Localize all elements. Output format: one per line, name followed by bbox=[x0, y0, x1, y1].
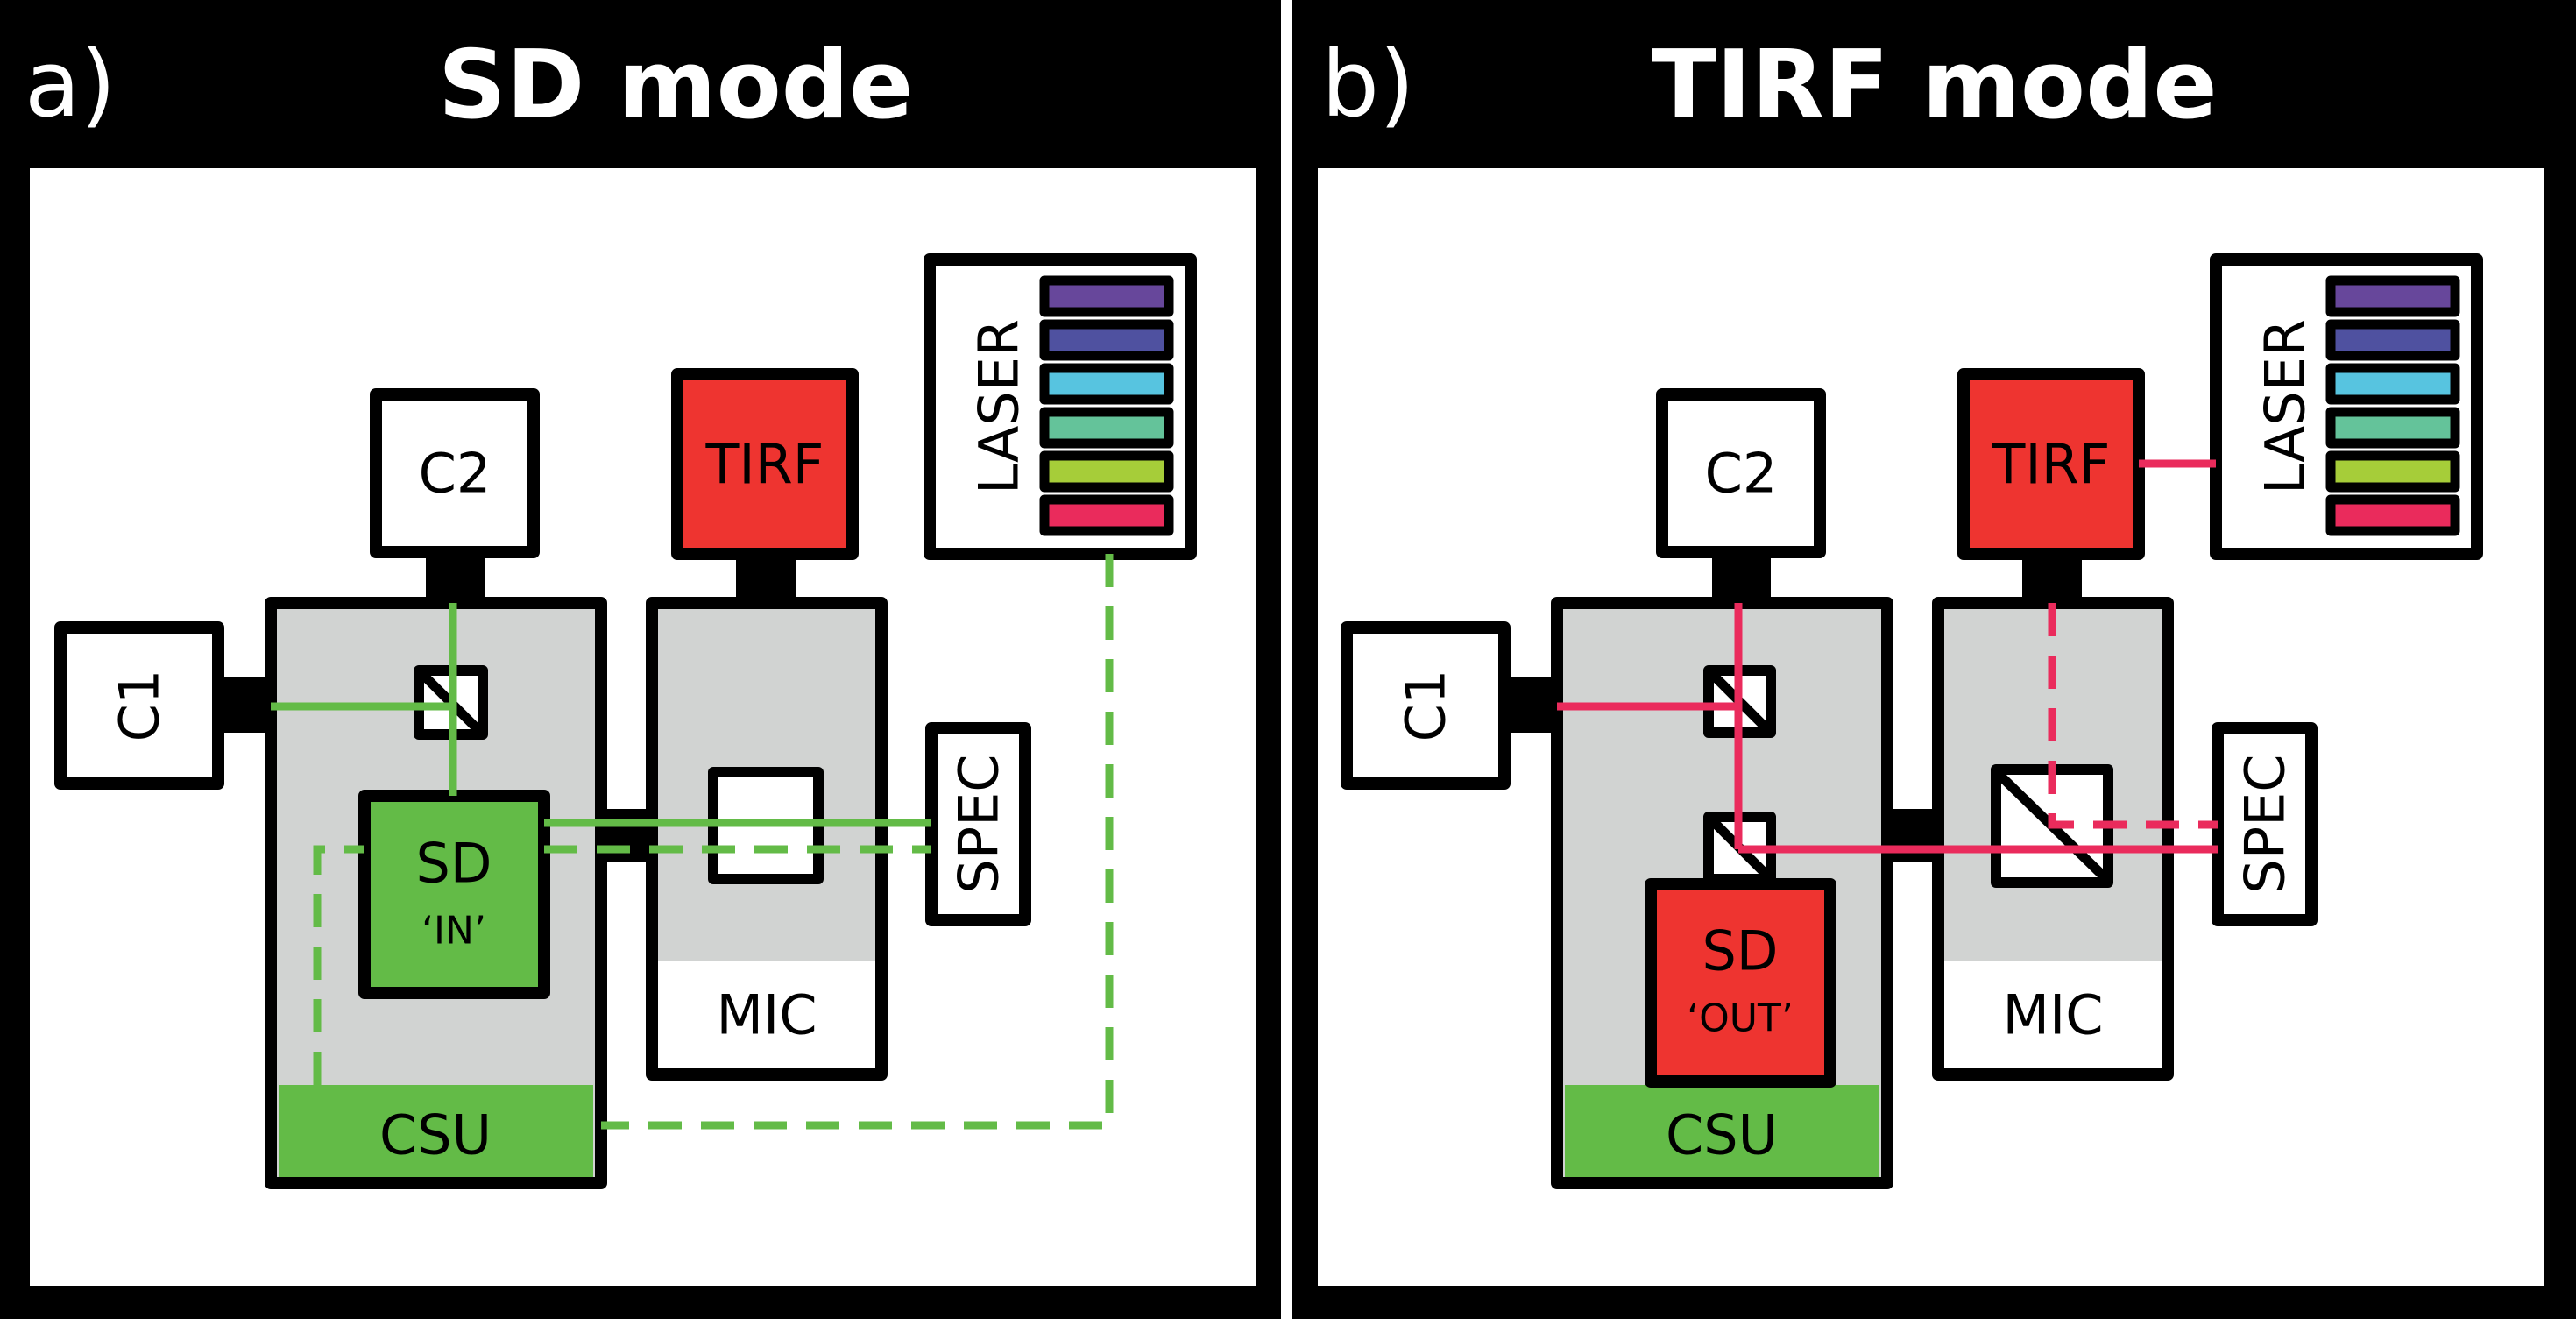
camera-c2-label: C2 bbox=[1705, 442, 1778, 506]
c1-connector bbox=[1504, 677, 1559, 733]
spinning-disk: SD ‘OUT’ bbox=[1645, 878, 1836, 1088]
panel-b-letter: b) bbox=[1321, 31, 1415, 138]
mic-label: MIC bbox=[2002, 983, 2103, 1047]
camera-c1-box bbox=[1341, 621, 1511, 790]
csu-label: CSU bbox=[379, 1103, 492, 1167]
laser-line-2 bbox=[2325, 319, 2460, 361]
panel-b-title: TIRF mode bbox=[1652, 31, 2218, 140]
laser-line-6 bbox=[1039, 494, 1174, 536]
panel-a-diagram: C1 C2 TIRF LASER CSU MIC SPEC SD ‘IN’ bbox=[54, 253, 1197, 1189]
panel-a-title: SD mode bbox=[438, 31, 914, 140]
camera-c1: C1 bbox=[54, 621, 224, 790]
spec-label: SPEC bbox=[947, 754, 1011, 893]
csu-mic-connector bbox=[1886, 809, 1940, 862]
laser-module: LASER bbox=[924, 253, 1197, 560]
spinning-disk-box bbox=[358, 790, 550, 999]
laser-line-1 bbox=[1039, 275, 1174, 317]
laser-line-6 bbox=[2325, 494, 2460, 536]
camera-c1-label: C1 bbox=[1394, 670, 1458, 742]
csu-strip bbox=[279, 1085, 593, 1177]
camera-c2: C2 bbox=[370, 388, 540, 558]
spinning-disk-label: SD bbox=[1702, 919, 1778, 983]
laser-line-3 bbox=[1039, 363, 1174, 405]
spec-label: SPEC bbox=[2233, 754, 2297, 893]
laser-line-4 bbox=[1039, 407, 1174, 449]
excitation-beam-tirf bbox=[2048, 603, 2218, 829]
laser-line-2 bbox=[1039, 319, 1174, 361]
tirf-module: TIRF bbox=[1957, 368, 2145, 560]
c2-connector bbox=[1712, 550, 1771, 605]
tirf-label: TIRF bbox=[705, 433, 824, 497]
panel-b-diagram: C1 C2 TIRF LASER CSU MIC SPEC SD ‘OUT’ bbox=[1341, 253, 2483, 1189]
panel-a-letter: a) bbox=[25, 31, 117, 138]
laser-line-5 bbox=[2325, 450, 2460, 493]
tirf-module: TIRF bbox=[671, 368, 859, 560]
c2-connector bbox=[426, 550, 485, 605]
csu-strip bbox=[1565, 1085, 1879, 1177]
tirf-box bbox=[671, 368, 859, 560]
spinning-disk: SD ‘IN’ bbox=[358, 790, 550, 999]
camera-c2-label: C2 bbox=[419, 442, 492, 506]
panel-divider bbox=[1281, 0, 1292, 1319]
laser-line-5 bbox=[1039, 450, 1174, 493]
laser-module: LASER bbox=[2210, 253, 2483, 560]
laser-line-3 bbox=[2325, 363, 2460, 405]
laser-line-4 bbox=[2325, 407, 2460, 449]
camera-c1: C1 bbox=[1341, 621, 1511, 790]
mic-label-area bbox=[1944, 961, 2162, 1068]
spinning-disk-box bbox=[1645, 878, 1836, 1088]
camera-c1-label: C1 bbox=[108, 670, 172, 742]
spinning-disk-state: ‘IN’ bbox=[421, 909, 486, 954]
tirf-box bbox=[1957, 368, 2145, 560]
excitation-beam-csu bbox=[313, 845, 364, 1085]
camera-c1-box bbox=[54, 621, 224, 790]
csu-label: CSU bbox=[1666, 1103, 1778, 1167]
camera-c2-box bbox=[1656, 388, 1826, 558]
mic-label-area bbox=[658, 961, 875, 1068]
csu-mic-connector bbox=[599, 809, 654, 862]
laser-label: LASER bbox=[967, 319, 1031, 494]
laser-line-1 bbox=[2325, 275, 2460, 317]
camera-c2: C2 bbox=[1656, 388, 1826, 558]
spinning-disk-state: ‘OUT’ bbox=[1687, 996, 1794, 1041]
spectrometer: SPEC bbox=[925, 722, 1031, 926]
laser-label: LASER bbox=[2254, 319, 2318, 494]
spectrometer: SPEC bbox=[2212, 722, 2318, 926]
c1-connector bbox=[218, 677, 272, 733]
spinning-disk-label: SD bbox=[415, 832, 492, 896]
mic-label: MIC bbox=[716, 983, 817, 1047]
excitation-beam-laser bbox=[601, 554, 1114, 1130]
camera-c2-box bbox=[370, 388, 540, 558]
tirf-label: TIRF bbox=[1992, 433, 2111, 497]
